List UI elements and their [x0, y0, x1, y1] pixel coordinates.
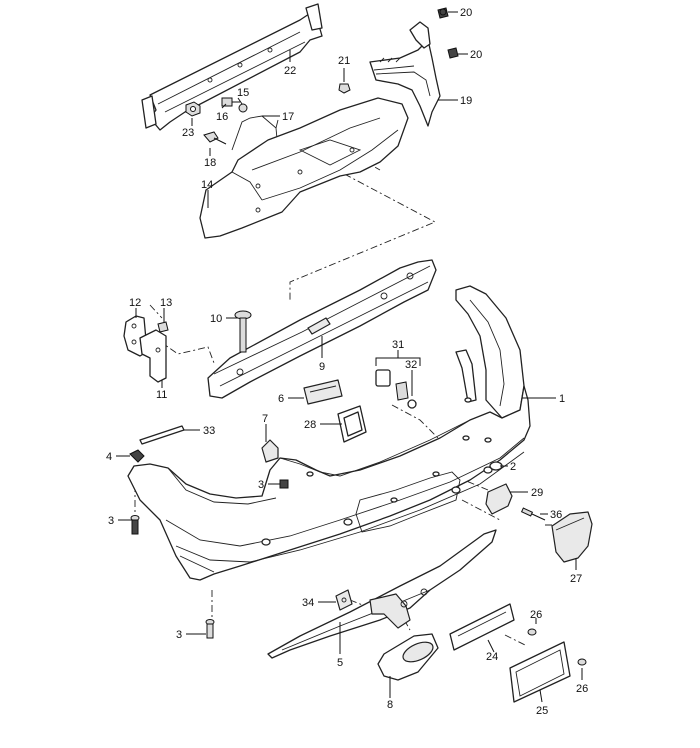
part-24-plate-bracket: [449, 603, 515, 651]
callout-7: 7: [262, 413, 268, 425]
part-34-clip: [335, 589, 353, 611]
part-19-side-bracket: [369, 21, 441, 127]
callout-20-top: 20: [460, 7, 472, 19]
part-20-clip-mid: [447, 47, 459, 59]
callout-32: 32: [405, 359, 417, 371]
callout-27: 27: [570, 573, 582, 585]
part-6-emblem: [303, 379, 343, 405]
callout-28: 28: [304, 419, 316, 431]
callout-33: 33: [203, 425, 215, 437]
part-9-reinforcement-beam: [207, 259, 437, 399]
part-17-wire-clip: [231, 115, 279, 151]
callout-3-left: 3: [108, 515, 114, 527]
callout-3-bottom: 3: [176, 629, 182, 641]
callout-10: 10: [210, 313, 222, 325]
callout-13: 13: [160, 297, 172, 309]
callout-8: 8: [387, 699, 393, 711]
part-4-clip: [129, 449, 145, 463]
callout-11: 11: [156, 389, 167, 401]
part-10-bolt: [234, 310, 252, 353]
part-23-nut: [185, 101, 201, 117]
callout-23: 23: [182, 127, 194, 139]
part-1-bumper-cover: [127, 285, 531, 581]
callout-12: 12: [129, 297, 141, 309]
callout-4: 4: [106, 451, 112, 463]
callout-5: 5: [337, 657, 343, 669]
part-22-upper-bracket: [141, 3, 323, 131]
callout-15: 15: [237, 87, 249, 99]
part-26-screw-upper: [527, 628, 537, 636]
callout-34: 34: [302, 597, 314, 609]
leader-lines: [116, 11, 583, 703]
part-16-screw: [221, 97, 240, 107]
callout-26-upper: 26: [530, 609, 542, 621]
callout-2: 2: [510, 461, 516, 473]
callout-19: 19: [460, 95, 472, 107]
part-8-tailpipe-trim: [377, 633, 439, 681]
callout-1: 1: [559, 393, 565, 405]
part-31-buffer: [375, 369, 409, 401]
part-5-diffuser-trim: [267, 529, 497, 659]
part-3-screw-bottom: [205, 619, 215, 639]
callout-25: 25: [536, 705, 548, 717]
callout-18: 18: [204, 157, 216, 169]
callout-24: 24: [486, 651, 498, 663]
part-28-frame: [337, 405, 367, 443]
part-14-heat-shield: [199, 97, 409, 239]
callout-17: 17: [282, 111, 294, 123]
callout-26-lower: 26: [576, 683, 588, 695]
part-3-screw-left: [130, 515, 140, 535]
callout-21: 21: [338, 55, 350, 67]
part-3-screw-mid: [279, 479, 289, 489]
part-7-clip: [261, 439, 279, 463]
part-13-screw: [157, 321, 169, 333]
callout-22: 22: [284, 65, 296, 77]
part-26-screw-lower: [577, 658, 587, 666]
part-21-nut: [338, 83, 351, 94]
part-32-grommet: [407, 399, 417, 409]
callout-29: 29: [531, 487, 543, 499]
callout-36: 36: [550, 509, 562, 521]
callout-20-mid: 20: [470, 49, 482, 61]
callout-31: 31: [392, 339, 404, 351]
part-11-bracket: [139, 329, 167, 383]
part-36-screw: [520, 507, 546, 521]
callout-3-mid: 3: [258, 479, 264, 491]
callout-labels: 1 2 3 3 3 4 5 6 7 8 9 10 11 12 13 14 15 …: [106, 7, 588, 717]
part-20-clip-top: [437, 7, 449, 19]
part-15-screw: [238, 103, 248, 113]
callout-9: 9: [319, 361, 325, 373]
part-27-side-reflector: [551, 511, 593, 563]
part-29-reflector: [485, 483, 513, 515]
part-33-trim-strip: [139, 425, 185, 445]
part-18-bolt: [203, 131, 227, 145]
callout-14: 14: [201, 179, 213, 191]
callout-16: 16: [216, 111, 228, 123]
part-25-license-plate: [509, 641, 571, 703]
callout-6: 6: [278, 393, 284, 405]
